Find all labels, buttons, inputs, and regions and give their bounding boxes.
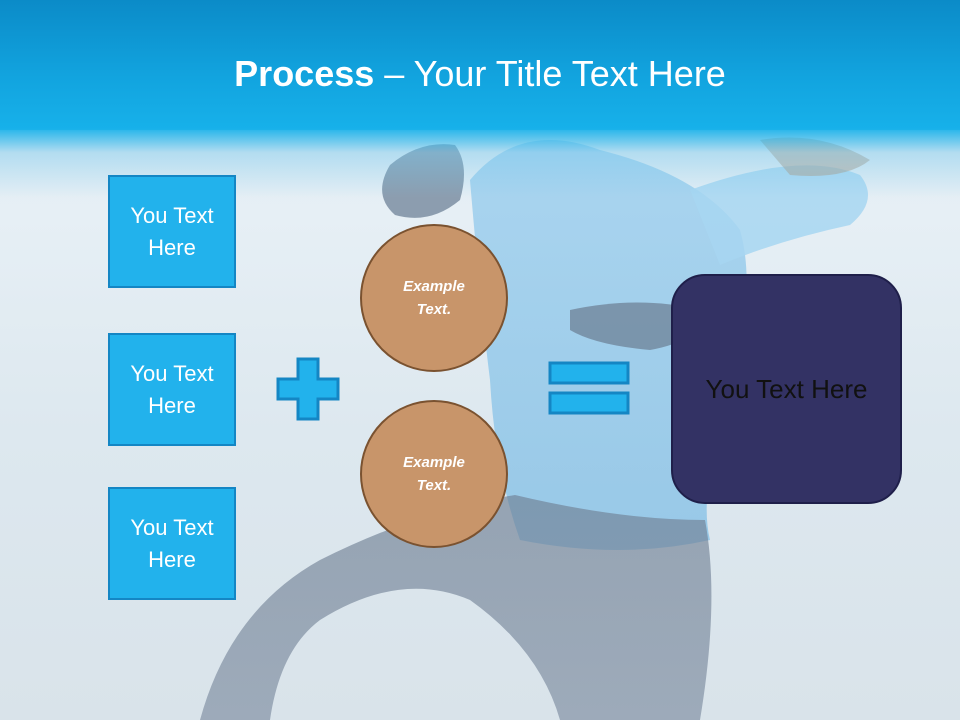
equals-icon	[548, 361, 630, 415]
slide-title: Process – Your Title Text Here	[0, 50, 960, 98]
input-box-3: You Text Here	[108, 487, 236, 600]
slide-title-bold: Process	[234, 53, 375, 94]
example-circle-2: Example Text.	[360, 400, 508, 548]
slide-title-rest: – Your Title Text Here	[374, 53, 726, 94]
input-box-1: You Text Here	[108, 175, 236, 288]
title-bar	[0, 0, 960, 130]
result-box: You Text Here	[671, 274, 902, 504]
example-circle-1: Example Text.	[360, 224, 508, 372]
plus-icon	[276, 357, 340, 421]
input-box-2: You Text Here	[108, 333, 236, 446]
